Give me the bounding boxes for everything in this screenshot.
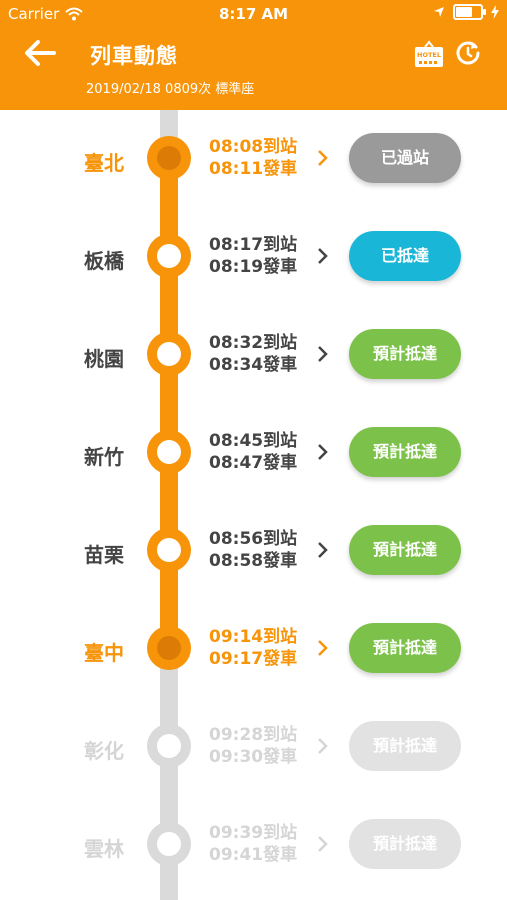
page-title: 列車動態 <box>90 44 178 68</box>
status-badge[interactable]: 預計抵達 <box>349 721 461 771</box>
battery-icon <box>453 4 486 20</box>
departure-time: 08:47發車 <box>209 453 298 473</box>
arrival-time: 09:28到站 <box>209 725 298 745</box>
hotel-icon: HOTEL <box>415 40 443 67</box>
station-times: 09:39到站 09:41發車 <box>209 822 297 866</box>
status-bar: Carrier 8:17 AM <box>0 0 507 28</box>
station-times: 08:08到站 08:11發車 <box>209 136 297 180</box>
chevron-right-icon <box>318 542 328 558</box>
departure-time: 09:41發車 <box>209 845 298 865</box>
station-name: 臺中 <box>84 641 124 665</box>
chevron-right-icon <box>318 346 328 362</box>
arrow-left-icon <box>25 40 56 66</box>
station-row[interactable]: 臺中 09:14到站 09:17發車 預計抵達 <box>0 600 507 698</box>
status-badge[interactable]: 已抵達 <box>349 231 461 281</box>
station-row[interactable]: 雲林 09:39到站 09:41發車 預計抵達 <box>0 796 507 894</box>
departure-time: 08:19發車 <box>209 257 298 277</box>
station-row[interactable]: 彰化 09:28到站 09:30發車 預計抵達 <box>0 698 507 796</box>
station-node <box>147 332 191 376</box>
departure-time: 09:17發車 <box>209 649 298 669</box>
refresh-clock-icon <box>456 41 480 65</box>
station-row[interactable]: 新竹 08:45到站 08:47發車 預計抵達 <box>0 404 507 502</box>
status-badge[interactable]: 預計抵達 <box>349 623 461 673</box>
station-row[interactable]: 板橋 08:17到站 08:19發車 已抵達 <box>0 208 507 306</box>
arrival-time: 08:32到站 <box>209 333 298 353</box>
hotel-icon-text: HOTEL <box>417 51 441 59</box>
clock: 8:17 AM <box>218 5 289 23</box>
station-times: 09:28到站 09:30發車 <box>209 724 297 768</box>
station-times: 08:45到站 08:47發車 <box>209 430 297 474</box>
station-node <box>147 822 191 866</box>
chevron-right-icon <box>318 738 328 754</box>
status-badge[interactable]: 預計抵達 <box>349 427 461 477</box>
station-times: 08:56到站 08:58發車 <box>209 528 297 572</box>
arrival-time: 08:45到站 <box>209 431 298 451</box>
departure-time: 08:34發車 <box>209 355 298 375</box>
station-name: 雲林 <box>84 837 124 861</box>
station-name: 板橋 <box>84 249 124 273</box>
trip-subtitle: 2019/02/18 0809次 標準座 <box>86 82 255 97</box>
arrival-time: 08:17到站 <box>209 235 298 255</box>
arrival-time: 08:56到站 <box>209 529 298 549</box>
station-times: 09:14到站 09:17發車 <box>209 626 297 670</box>
departure-time: 09:30發車 <box>209 747 298 767</box>
station-node <box>147 724 191 768</box>
wifi-icon <box>65 7 83 21</box>
station-row[interactable]: 苗栗 08:56到站 08:58發車 預計抵達 <box>0 502 507 600</box>
station-node <box>147 136 191 180</box>
status-badge[interactable]: 預計抵達 <box>349 525 461 575</box>
arrival-time: 08:08到站 <box>209 137 298 157</box>
back-button[interactable] <box>22 38 72 78</box>
chevron-right-icon <box>318 640 328 656</box>
arrival-time: 09:14到站 <box>209 627 298 647</box>
departure-time: 08:58發車 <box>209 551 298 571</box>
arrival-time: 09:39到站 <box>209 823 298 843</box>
station-name: 桃園 <box>84 347 124 371</box>
station-timeline: 臺北 08:08到站 08:11發車 已過站 板橋 08:17到站 08:19發… <box>0 110 507 900</box>
status-badge[interactable]: 預計抵達 <box>349 329 461 379</box>
station-row[interactable]: 臺北 08:08到站 08:11發車 已過站 <box>0 110 507 208</box>
chevron-right-icon <box>318 150 328 166</box>
station-name: 臺北 <box>84 151 124 175</box>
station-row[interactable]: 桃園 08:32到站 08:34發車 預計抵達 <box>0 306 507 404</box>
charging-bolt-icon <box>491 5 499 19</box>
station-name: 新竹 <box>84 445 124 469</box>
station-name: 苗栗 <box>84 543 124 567</box>
station-node <box>147 626 191 670</box>
station-node <box>147 430 191 474</box>
app-header: 列車動態 2019/02/18 0809次 標準座 HOTEL <box>0 28 507 110</box>
station-node <box>147 234 191 278</box>
refresh-button[interactable] <box>454 39 482 67</box>
chevron-right-icon <box>318 836 328 852</box>
carrier-label: Carrier <box>8 5 60 23</box>
station-name: 彰化 <box>84 739 124 763</box>
station-node <box>147 528 191 572</box>
hotel-button[interactable]: HOTEL <box>413 38 445 70</box>
station-times: 08:17到站 08:19發車 <box>209 234 297 278</box>
chevron-right-icon <box>318 248 328 264</box>
status-badge[interactable]: 已過站 <box>349 133 461 183</box>
location-arrow-icon <box>434 7 444 17</box>
status-badge[interactable]: 預計抵達 <box>349 819 461 869</box>
chevron-right-icon <box>318 444 328 460</box>
station-times: 08:32到站 08:34發車 <box>209 332 297 376</box>
departure-time: 08:11發車 <box>209 159 298 179</box>
